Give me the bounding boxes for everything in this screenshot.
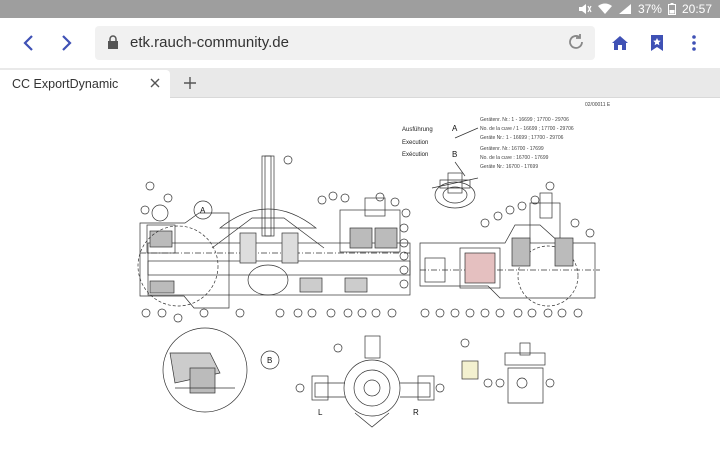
status-bar: 37% 20:57 — [0, 0, 720, 18]
legend-heading-fr: Exécution — [402, 152, 428, 158]
back-arrow-icon — [23, 35, 33, 51]
lock-icon — [108, 35, 118, 49]
forward-arrow-icon — [62, 35, 72, 51]
url-text: etk.rauch-community.de — [130, 34, 289, 51]
reload-icon[interactable] — [567, 33, 585, 51]
legend-heading-en: Execution — [402, 140, 428, 146]
back-button[interactable] — [16, 31, 40, 55]
signal-icon — [618, 4, 631, 14]
browser-toolbar: etk.rauch-community.de — [0, 18, 720, 68]
legend-line-4: Gerätenr. Nr.: 16700 - 17699 — [480, 146, 544, 152]
main-gearbox-drawing — [137, 155, 411, 309]
variant-b-label: B — [452, 150, 457, 159]
tab-title: CC ExportDynamic — [12, 77, 119, 91]
more-vert-icon — [692, 35, 696, 51]
page-content: 02/00011 E Ausführung Execution Exécutio… — [0, 98, 720, 450]
legend-line-1: Gerätenr. Nr.: 1 - 16699 ; 17700 - 29706 — [480, 117, 569, 123]
tab-strip: CC ExportDynamic — [0, 68, 720, 98]
detail-b-marker: B — [267, 356, 272, 365]
top-assembly-drawing — [431, 172, 479, 209]
battery-icon — [667, 3, 676, 15]
right-side-label: R — [413, 408, 419, 417]
menu-button[interactable] — [682, 31, 706, 55]
bookmark-button[interactable] — [645, 31, 669, 55]
small-parts-drawing — [461, 342, 546, 404]
legend-line-5: No. de la cuve : 16700 - 17699 — [480, 155, 549, 161]
legend-line-2: No. de la cuve / 1 - 16699 ; 17700 - 297… — [480, 126, 574, 132]
detail-a-marker: A — [200, 206, 206, 215]
new-tab-button[interactable] — [178, 71, 202, 95]
battery-percent: 37% — [637, 2, 662, 16]
bookmark-star-icon — [651, 35, 663, 51]
legend-line-3: Geräte Nr.: 1 - 16699 ; 17700 - 29706 — [480, 135, 564, 141]
exploded-parts-drawing: 02/00011 E Ausführung Execution Exécutio… — [137, 102, 611, 428]
clock: 20:57 — [681, 2, 712, 16]
item-callouts — [140, 155, 595, 393]
forward-button[interactable] — [55, 31, 79, 55]
address-bar[interactable]: etk.rauch-community.de — [95, 26, 595, 60]
wifi-icon — [597, 3, 612, 14]
valve-assembly-drawing — [311, 335, 435, 428]
left-side-label: L — [318, 408, 323, 417]
mute-icon — [578, 4, 592, 14]
home-icon — [612, 36, 628, 50]
home-button[interactable] — [608, 31, 632, 55]
secondary-gearbox-drawing — [419, 192, 600, 307]
status-icons: 37% 20:57 — [578, 2, 712, 16]
active-tab[interactable]: CC ExportDynamic — [0, 70, 170, 98]
detail-b-drawing — [162, 327, 248, 413]
close-tab-icon[interactable] — [148, 76, 162, 90]
legend-line-6: Geräte Nr.: 16700 - 17699 — [480, 164, 538, 170]
document-code: 02/00011 E — [585, 102, 611, 108]
plus-icon — [184, 77, 196, 89]
legend-heading-de: Ausführung — [402, 127, 433, 133]
variant-a-label: A — [452, 124, 458, 133]
